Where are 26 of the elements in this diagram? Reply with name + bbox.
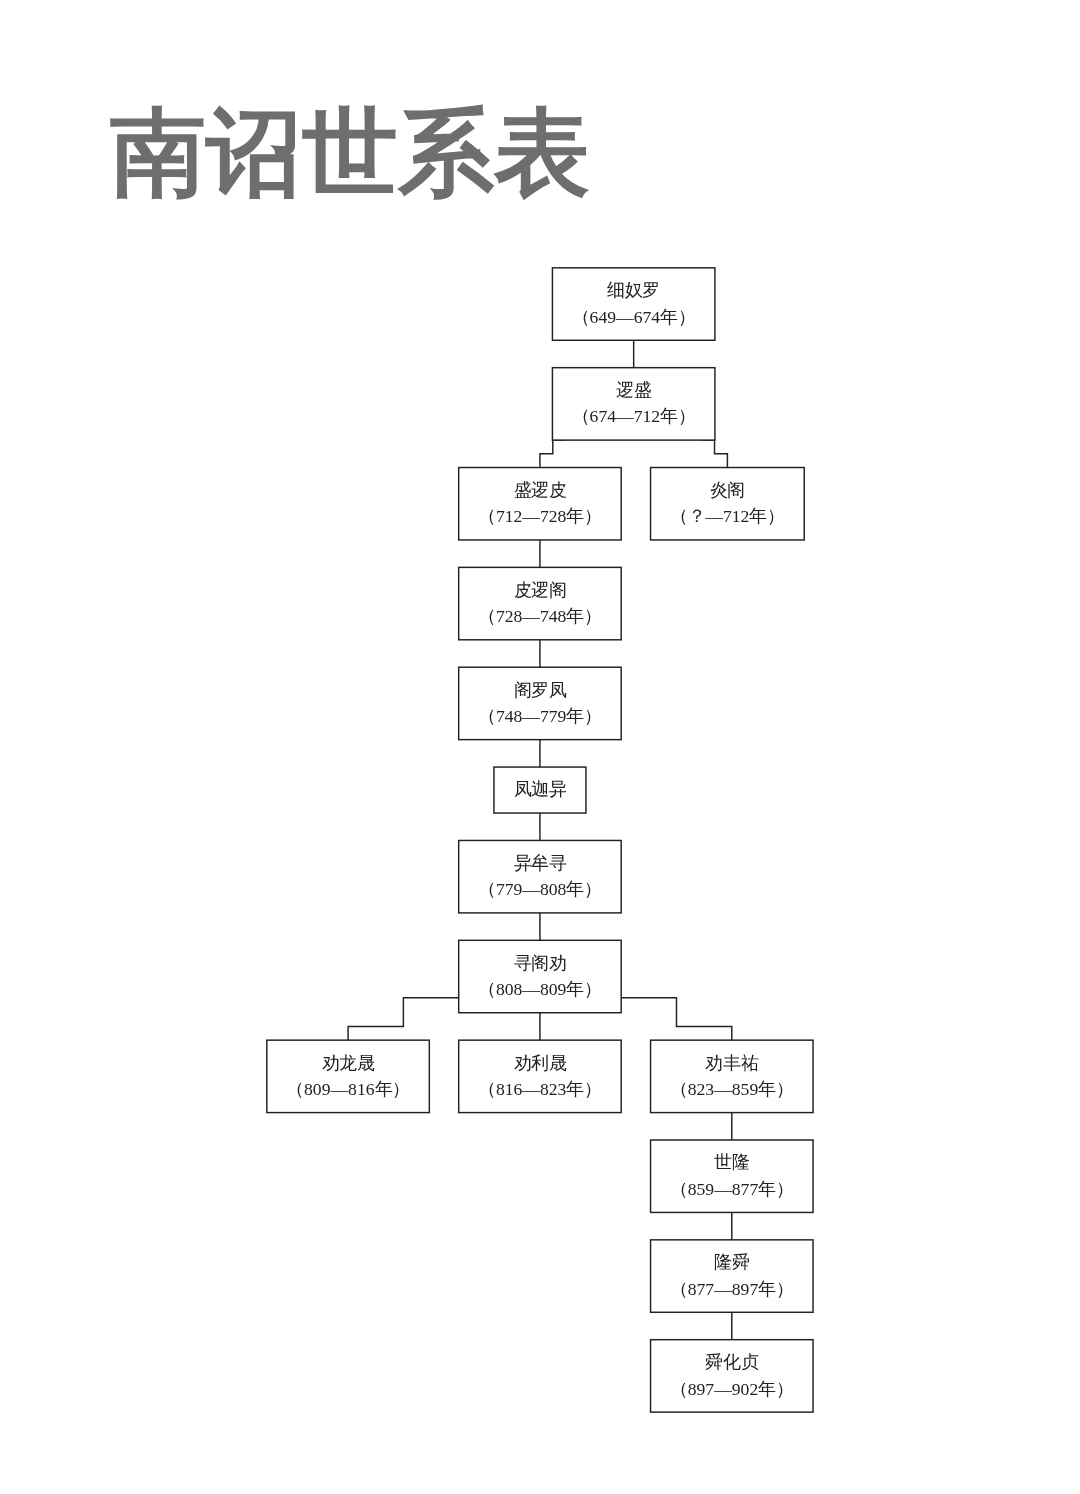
node-box: 凤迦异 [493,766,587,814]
node-box: 劝丰祐 （823—859年） [649,1039,814,1114]
connector [539,738,541,768]
node-box: 炎阁 （？—712年） [649,466,806,541]
node-box: 舜化贞 （897—902年） [649,1338,814,1413]
connector [539,539,541,569]
connector [731,1211,733,1241]
title: 南诏世系表 [110,96,591,211]
connector [539,812,541,842]
connector [539,639,541,668]
node-box: 逻盛 （674—712年） [551,366,716,441]
node-box: 盛逻皮 （712—728年） [458,466,622,541]
connector [731,1111,733,1141]
node-box: 劝利晟 （816—823年） [458,1039,622,1114]
node-box: 异牟寻 （779—808年） [458,839,622,914]
node-box: 世隆 （859—877年） [649,1139,814,1214]
connector [731,1311,733,1341]
node-box: 隆舜 （877—897年） [649,1239,814,1313]
node-box: 细奴罗 （649—674年） [551,267,716,341]
node-box: 劝龙晟 （809—816年） [266,1039,431,1114]
connector [633,339,635,369]
connector [539,912,541,942]
node-box: 阁罗凤 （748—779年） [458,666,622,741]
connector [539,1012,541,1041]
node-box: 寻阁劝 （808—809年） [458,939,622,1014]
node-box: 皮逻阁 （728—748年） [458,566,622,641]
